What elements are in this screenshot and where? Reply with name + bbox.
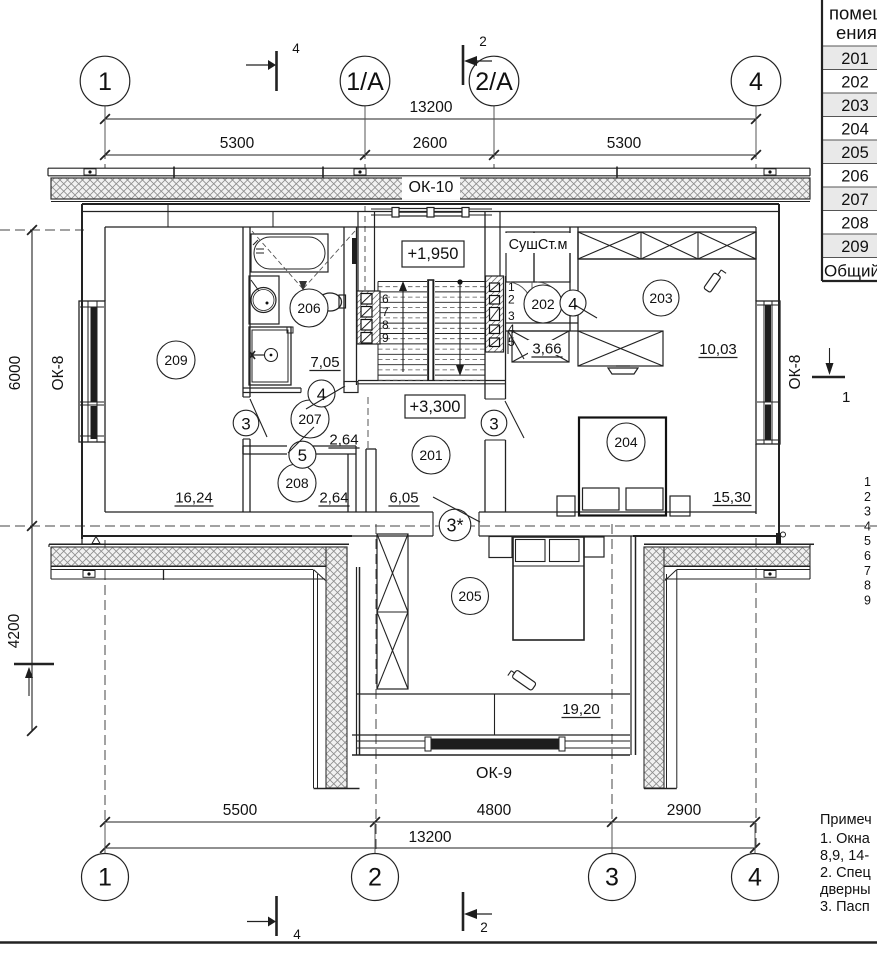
svg-text:7,05: 7,05: [310, 354, 339, 371]
svg-text:ения: ения: [836, 22, 877, 43]
svg-text:205: 205: [458, 588, 482, 604]
svg-text:2: 2: [480, 920, 488, 935]
svg-text:2. Спец: 2. Спец: [820, 865, 871, 881]
svg-text:208: 208: [841, 215, 869, 233]
svg-text:201: 201: [841, 50, 869, 68]
svg-text:помещ: помещ: [829, 3, 877, 24]
svg-text:19,20: 19,20: [562, 701, 600, 718]
svg-text:7: 7: [864, 564, 871, 578]
svg-text:9: 9: [382, 331, 389, 345]
svg-text:6: 6: [382, 292, 389, 306]
svg-text:203: 203: [649, 290, 673, 306]
svg-text:1: 1: [98, 68, 112, 96]
svg-text:206: 206: [297, 300, 321, 316]
svg-text:2900: 2900: [667, 802, 702, 819]
svg-text:3: 3: [508, 309, 515, 323]
svg-text:16,24: 16,24: [175, 490, 213, 507]
svg-text:2: 2: [508, 293, 515, 307]
svg-text:4: 4: [508, 322, 515, 336]
svg-text:1: 1: [98, 864, 112, 892]
svg-text:209: 209: [164, 352, 188, 368]
svg-text:8: 8: [382, 318, 389, 332]
svg-text:5500: 5500: [223, 802, 258, 819]
svg-text:1/А: 1/А: [346, 68, 384, 96]
svg-text:13200: 13200: [408, 829, 451, 846]
svg-text:4: 4: [317, 385, 326, 404]
svg-text:Общий: Общий: [824, 262, 877, 281]
svg-text:207: 207: [298, 411, 322, 427]
svg-text:201: 201: [419, 447, 443, 463]
svg-text:208: 208: [285, 475, 309, 491]
svg-text:6,05: 6,05: [389, 490, 418, 507]
svg-text:2,64: 2,64: [319, 490, 348, 507]
svg-text:3. Пасп: 3. Пасп: [820, 899, 870, 915]
svg-text:3*: 3*: [446, 516, 463, 536]
svg-text:206: 206: [841, 168, 869, 186]
svg-text:3,66: 3,66: [532, 341, 561, 358]
svg-text:15,30: 15,30: [713, 489, 751, 506]
svg-text:5300: 5300: [220, 135, 255, 152]
svg-text:6: 6: [864, 549, 871, 563]
svg-text:ОК-10: ОК-10: [409, 179, 454, 196]
svg-text:3: 3: [489, 414, 498, 433]
svg-text:4: 4: [748, 864, 762, 892]
svg-text:+1,950: +1,950: [408, 245, 459, 263]
svg-text:9: 9: [864, 593, 871, 607]
svg-text:Примеч: Примеч: [820, 812, 872, 828]
svg-text:5: 5: [864, 534, 871, 548]
svg-text:8,9, 14-: 8,9, 14-: [820, 848, 869, 864]
svg-text:5300: 5300: [607, 135, 642, 152]
svg-text:2/А: 2/А: [475, 68, 513, 96]
svg-text:4: 4: [292, 41, 300, 56]
svg-text:ОК-8: ОК-8: [787, 355, 804, 390]
svg-text:4800: 4800: [477, 802, 512, 819]
svg-text:СушСт.м: СушСт.м: [509, 237, 568, 253]
svg-text:7: 7: [382, 305, 389, 319]
svg-text:2: 2: [864, 490, 871, 504]
svg-text:209: 209: [841, 238, 869, 256]
svg-text:8: 8: [864, 579, 871, 593]
svg-text:ОК-8: ОК-8: [50, 356, 67, 391]
svg-text:204: 204: [841, 121, 869, 139]
svg-text:207: 207: [841, 191, 869, 209]
svg-text:5: 5: [298, 446, 307, 465]
svg-text:4: 4: [568, 294, 577, 313]
svg-text:3: 3: [605, 864, 619, 892]
svg-text:4: 4: [749, 68, 763, 96]
svg-text:1: 1: [508, 280, 515, 294]
svg-text:1: 1: [842, 389, 850, 406]
svg-text:1. Окна: 1. Окна: [820, 831, 871, 847]
svg-text:4: 4: [864, 519, 871, 533]
svg-text:202: 202: [841, 74, 869, 92]
svg-text:1: 1: [864, 475, 871, 489]
svg-text:6000: 6000: [7, 355, 24, 390]
svg-text:+3,300: +3,300: [410, 398, 461, 416]
svg-text:2: 2: [479, 34, 487, 49]
svg-text:дверны: дверны: [820, 882, 871, 898]
svg-text:203: 203: [841, 97, 869, 115]
svg-text:10,03: 10,03: [699, 341, 737, 358]
svg-text:2600: 2600: [413, 135, 448, 152]
svg-text:2: 2: [368, 864, 382, 892]
svg-text:3: 3: [241, 414, 250, 433]
svg-text:204: 204: [614, 434, 638, 450]
svg-text:205: 205: [841, 144, 869, 162]
svg-text:ОК-9: ОК-9: [476, 765, 512, 782]
svg-text:4200: 4200: [6, 613, 23, 648]
svg-text:13200: 13200: [409, 99, 452, 116]
svg-text:4: 4: [293, 927, 301, 942]
svg-text:202: 202: [531, 296, 555, 312]
svg-text:2,64: 2,64: [329, 432, 358, 449]
svg-text:3: 3: [864, 505, 871, 519]
